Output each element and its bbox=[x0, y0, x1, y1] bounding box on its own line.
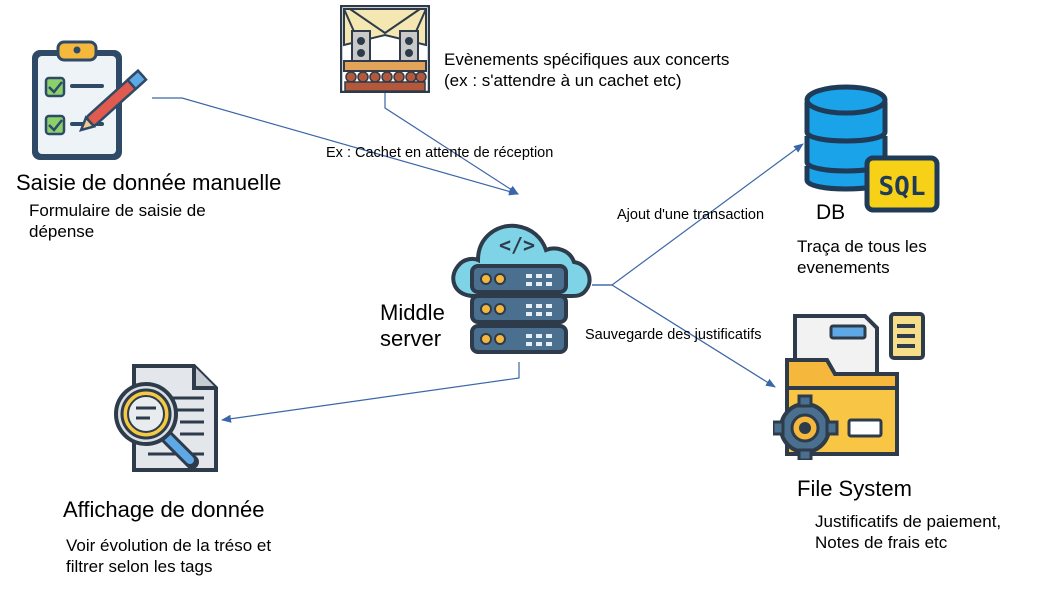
filesystem-title: File System bbox=[797, 476, 912, 501]
manual-entry-desc-line2: dépense bbox=[29, 222, 95, 241]
filesystem-desc-line1: Justificatifs de paiement, bbox=[815, 512, 1002, 531]
display-title: Affichage de donnée bbox=[63, 497, 265, 522]
svg-text:</>: </> bbox=[499, 233, 535, 257]
sql-icon-text: SQL bbox=[879, 172, 926, 202]
db-description: Traça de tous les evenements bbox=[797, 236, 927, 278]
concerts-description: Evènements spécifiques aux concerts (ex … bbox=[444, 49, 729, 91]
filesystem-description: Justificatifs de paiement, Notes de frai… bbox=[815, 511, 1001, 553]
arrow-concerts-to-server bbox=[384, 92, 519, 195]
filesystem-desc-line2: Notes de frais etc bbox=[815, 533, 948, 552]
document-search-icon bbox=[114, 364, 218, 472]
middle-server-title-line2: server bbox=[380, 326, 442, 351]
edge-label-concert: Ex : Cachet en attente de réception bbox=[326, 145, 554, 161]
middle-server-title: Middle server bbox=[380, 300, 445, 352]
clipboard-checklist-icon bbox=[32, 40, 148, 160]
concerts-desc-line2: (ex : s'attendre à un cachet etc) bbox=[444, 71, 682, 90]
edge-label-db: Ajout d'une transaction bbox=[617, 207, 765, 223]
db-desc-line1: Traça de tous les bbox=[797, 237, 927, 256]
database-icon: SQL bbox=[804, 84, 940, 213]
display-description: Voir évolution de la tréso et filtrer se… bbox=[66, 535, 271, 577]
edge-label-filesystem: Sauvegarde des justificatifs bbox=[585, 327, 762, 343]
arrow-manual-to-server bbox=[152, 97, 519, 196]
display-desc-line2: filtrer selon les tags bbox=[66, 557, 213, 576]
db-desc-line2: evenements bbox=[797, 258, 890, 277]
manual-entry-title: Saisie de donnée manuelle bbox=[16, 170, 282, 195]
db-title: DB bbox=[816, 201, 846, 224]
cloud-server-icon: </> bbox=[451, 223, 592, 354]
file-folder-gear-icon bbox=[773, 312, 925, 460]
middle-server-title-line1: Middle bbox=[380, 300, 445, 325]
arrow-server-to-filesystem bbox=[592, 284, 776, 388]
arrow-server-to-display bbox=[221, 362, 520, 423]
display-desc-line1: Voir évolution de la tréso et bbox=[66, 536, 272, 555]
concert-stage-icon bbox=[340, 5, 430, 93]
concerts-desc-line1: Evènements spécifiques aux concerts bbox=[444, 50, 730, 69]
manual-entry-desc-line1: Formulaire de saisie de bbox=[29, 201, 206, 220]
manual-entry-description: Formulaire de saisie de dépense bbox=[29, 200, 206, 242]
